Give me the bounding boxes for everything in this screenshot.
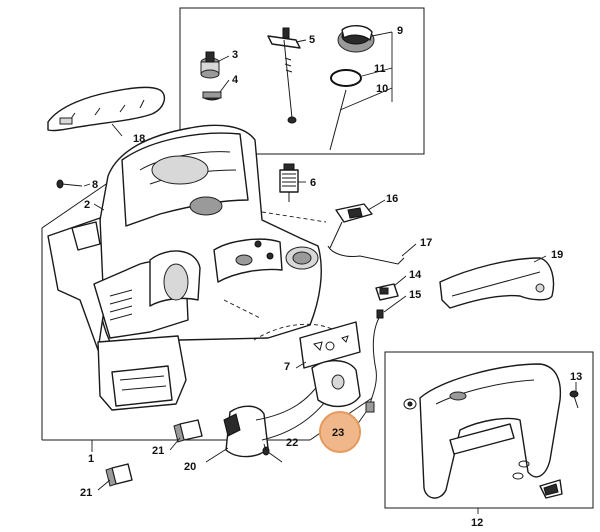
callout-10: 10 [376, 83, 388, 95]
fan-shroud [47, 217, 201, 351]
callout-6: 6 [310, 177, 316, 189]
screw-part-8 [56, 179, 83, 189]
callout-20: 20 [184, 461, 196, 473]
nozzle-outlet [97, 335, 187, 411]
callout-3: 3 [232, 49, 238, 61]
callout-21-lower: 21 [80, 487, 92, 499]
callout-5: 5 [309, 34, 315, 46]
callout-23: 23 [332, 427, 344, 439]
callout-15: 15 [409, 289, 421, 301]
wire-part-15 [365, 309, 384, 413]
screw-part-22 [262, 446, 283, 463]
callout-4: 4 [232, 74, 239, 86]
callout-22: 22 [286, 437, 298, 449]
highlight-callout-23 [319, 411, 361, 453]
trigger-part-16 [329, 203, 373, 249]
callout-13: 13 [570, 371, 582, 383]
rear-handle-part-12 [403, 363, 563, 499]
callout-19: 19 [551, 249, 563, 261]
callout-1: 1 [88, 453, 94, 465]
callout-14: 14 [409, 269, 422, 281]
grommet-part-4 [202, 91, 222, 101]
oring-part-11 [330, 69, 362, 87]
knob-part-3 [200, 51, 220, 79]
handle-cover-part-19 [439, 257, 555, 309]
callout-8: 8 [92, 179, 98, 191]
callout-7: 7 [284, 361, 290, 373]
top-inset-box [179, 7, 425, 155]
cap-part-9 [337, 25, 375, 53]
callout-12: 12 [471, 517, 483, 529]
callout-18: 18 [133, 133, 145, 145]
rod-part-5 [267, 27, 301, 124]
grip-part-20 [223, 360, 361, 458]
callout-11: 11 [374, 63, 386, 75]
callout-9: 9 [397, 25, 403, 37]
pad-part-21b [105, 463, 133, 487]
filter-part-6 [279, 163, 299, 202]
callout-16: 16 [386, 193, 398, 205]
cover-part-18 [47, 86, 166, 132]
screw-part-13 [569, 390, 579, 409]
pin-part-10 [329, 89, 347, 151]
housing-bracket [41, 179, 113, 440]
pad-part-21a [173, 419, 203, 443]
switch-part-14 [375, 283, 399, 301]
leader-lines [83, 31, 577, 514]
callout-2: 2 [84, 199, 90, 211]
cable-part-17 [327, 245, 405, 265]
callout-17: 17 [420, 237, 432, 249]
callout-21-upper: 21 [152, 445, 164, 457]
decal-part-7 [299, 321, 361, 369]
